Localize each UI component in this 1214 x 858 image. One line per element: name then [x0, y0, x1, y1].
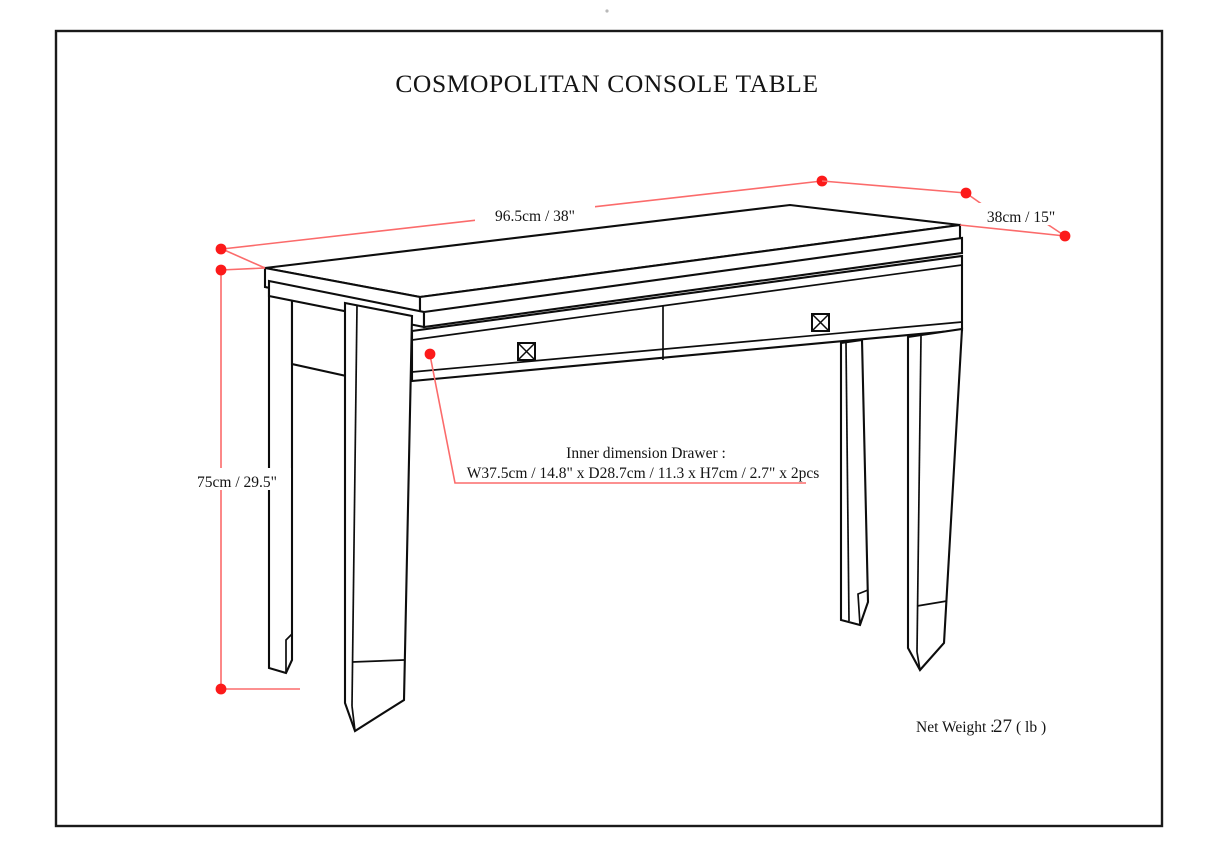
- drawer-callout-line2: W37.5cm / 14.8" x D28.7cm / 11.3 x H7cm …: [467, 465, 820, 482]
- net-weight-label: Net Weight :: [916, 719, 995, 736]
- net-weight: Net Weight : 27 ( lb ): [916, 716, 1046, 737]
- dimension-width-label: 96.5cm / 38": [495, 208, 575, 225]
- drawer-callout: Inner dimension Drawer : W37.5cm / 14.8"…: [424, 348, 820, 484]
- leg-front-right: [906, 327, 964, 672]
- dimension-width: 96.5cm / 38": [215, 175, 828, 269]
- leg-back-right: [839, 338, 870, 627]
- drawer-box: [410, 254, 964, 383]
- drawer-callout-line1: Inner dimension Drawer :: [566, 445, 726, 462]
- net-weight-value: 27: [993, 716, 1012, 737]
- page-title: COSMOPOLITAN CONSOLE TABLE: [395, 69, 818, 98]
- console-table-illustration: [263, 203, 964, 733]
- dimension-height: 75cm / 29.5": [183, 264, 300, 695]
- leg-front-left: [343, 301, 414, 733]
- dimension-depth: 38cm / 15": [821, 180, 1071, 242]
- right-drawer-knob-icon[interactable]: [811, 313, 830, 332]
- net-weight-unit: ( lb ): [1016, 719, 1046, 736]
- scan-speck: [605, 9, 609, 13]
- left-drawer-knob-icon[interactable]: [517, 342, 536, 361]
- dimension-depth-label: 38cm / 15": [987, 209, 1055, 226]
- dimension-height-label: 75cm / 29.5": [197, 474, 277, 491]
- sheet-border: [54, 29, 1164, 828]
